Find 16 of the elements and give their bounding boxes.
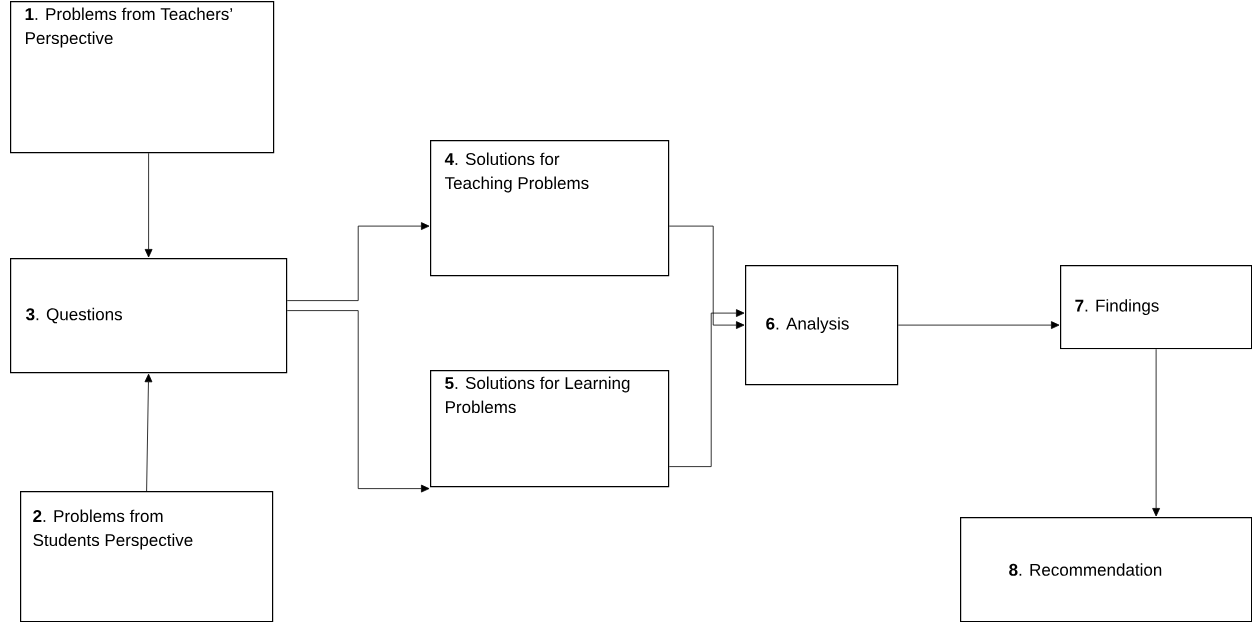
arrow [144, 152, 153, 258]
process-box: 6. Analysis [745, 265, 899, 386]
process-box: 3. Questions [10, 258, 288, 374]
arrow [144, 373, 153, 492]
process-box: 1. Problems from Teachers’ Perspective [10, 1, 275, 154]
arrow [897, 321, 1060, 329]
process-box: 8. Recommendation [960, 517, 1252, 622]
arrow [286, 310, 430, 493]
arrow [1152, 348, 1160, 517]
arrow [668, 309, 745, 467]
process-box: 5. Solutions for Learning Problems [430, 370, 670, 488]
arrow [668, 225, 745, 329]
process-box: 2. Problems from Students Perspective [20, 491, 274, 622]
arrow [286, 222, 430, 301]
process-box: 7. Findings [1060, 265, 1252, 350]
process-box: 4. Solutions for Teaching Problems [430, 140, 670, 277]
